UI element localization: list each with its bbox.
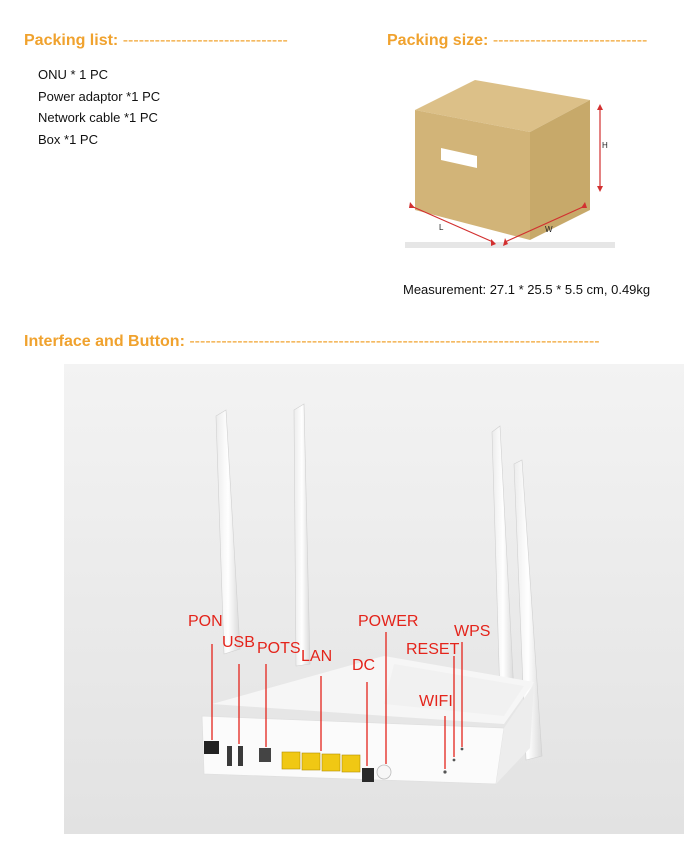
- list-item: Box *1 PC: [38, 131, 98, 147]
- arrow-head: [409, 202, 415, 208]
- label-usb: USB: [222, 634, 255, 651]
- antenna: [215, 409, 241, 655]
- lan-port: [301, 752, 321, 771]
- arrow-head: [581, 202, 587, 208]
- box-top-face: [415, 80, 590, 132]
- label-wifi: WIFI: [419, 693, 453, 710]
- list-item: Power adaptor *1 PC: [38, 88, 161, 104]
- box-left-face: [415, 110, 530, 240]
- label-wps: WPS: [454, 623, 490, 640]
- label-lan: LAN: [301, 648, 332, 665]
- arrow-head: [491, 239, 496, 246]
- lan-port: [341, 754, 361, 773]
- router-photo: PON USB POTS LAN DC POWER RESET WPS WIFI: [64, 364, 684, 834]
- heading-dashes: -------------------------------: [122, 32, 288, 49]
- heading-dashes: ----------------------------------------…: [189, 333, 600, 350]
- width-label: W: [545, 225, 553, 234]
- label-reset: RESET: [406, 641, 460, 658]
- box-handle: [441, 148, 477, 168]
- usb-port: [238, 746, 243, 766]
- list-item: ONU * 1 PC: [38, 67, 109, 82]
- heading-dashes: -----------------------------: [492, 32, 648, 49]
- pots-port: [259, 748, 271, 762]
- power-button: [376, 764, 392, 780]
- wifi-button: [443, 770, 447, 774]
- width-arrow: [504, 205, 586, 243]
- packing-list: ONU * 1 PC Power adaptor *1 PC Network c…: [38, 64, 160, 150]
- usb-port: [227, 746, 232, 766]
- reset-button: [452, 758, 456, 762]
- leader-lines: [211, 632, 463, 769]
- length-arrow: [410, 205, 494, 243]
- pon-port: [204, 741, 219, 754]
- arrow-head: [597, 186, 603, 192]
- antenna: [293, 403, 311, 667]
- interface-heading: Interface and Button: ------------------…: [24, 333, 600, 351]
- box-right-face: [530, 100, 590, 240]
- arrow-head: [503, 238, 508, 246]
- router-side: [496, 684, 534, 784]
- packing-list-heading: Packing list: --------------------------…: [24, 32, 288, 50]
- wps-button: [460, 747, 464, 751]
- measurement-text: Measurement: 27.1 * 25.5 * 5.5 cm, 0.49k…: [403, 282, 651, 297]
- label-pon: PON: [188, 613, 223, 630]
- packing-size-heading: Packing size: --------------------------…: [387, 32, 647, 50]
- label-power: POWER: [358, 613, 418, 630]
- lan-port: [321, 753, 341, 772]
- router-front: [201, 715, 505, 785]
- list-item: Network cable *1 PC: [38, 110, 158, 125]
- box-illustration: H L W: [405, 80, 615, 248]
- interface-title: Interface and Button:: [24, 333, 185, 350]
- lan-port: [281, 751, 301, 770]
- length-label: L: [439, 223, 444, 232]
- label-pots: POTS: [257, 640, 301, 657]
- label-dc: DC: [352, 657, 375, 674]
- arrow-head: [597, 104, 603, 110]
- box-shadow: [405, 242, 615, 248]
- height-label: H: [602, 141, 608, 150]
- dc-port: [362, 768, 374, 782]
- packing-list-title: Packing list:: [24, 32, 119, 49]
- antenna: [513, 459, 543, 761]
- packing-size-title: Packing size:: [387, 32, 489, 49]
